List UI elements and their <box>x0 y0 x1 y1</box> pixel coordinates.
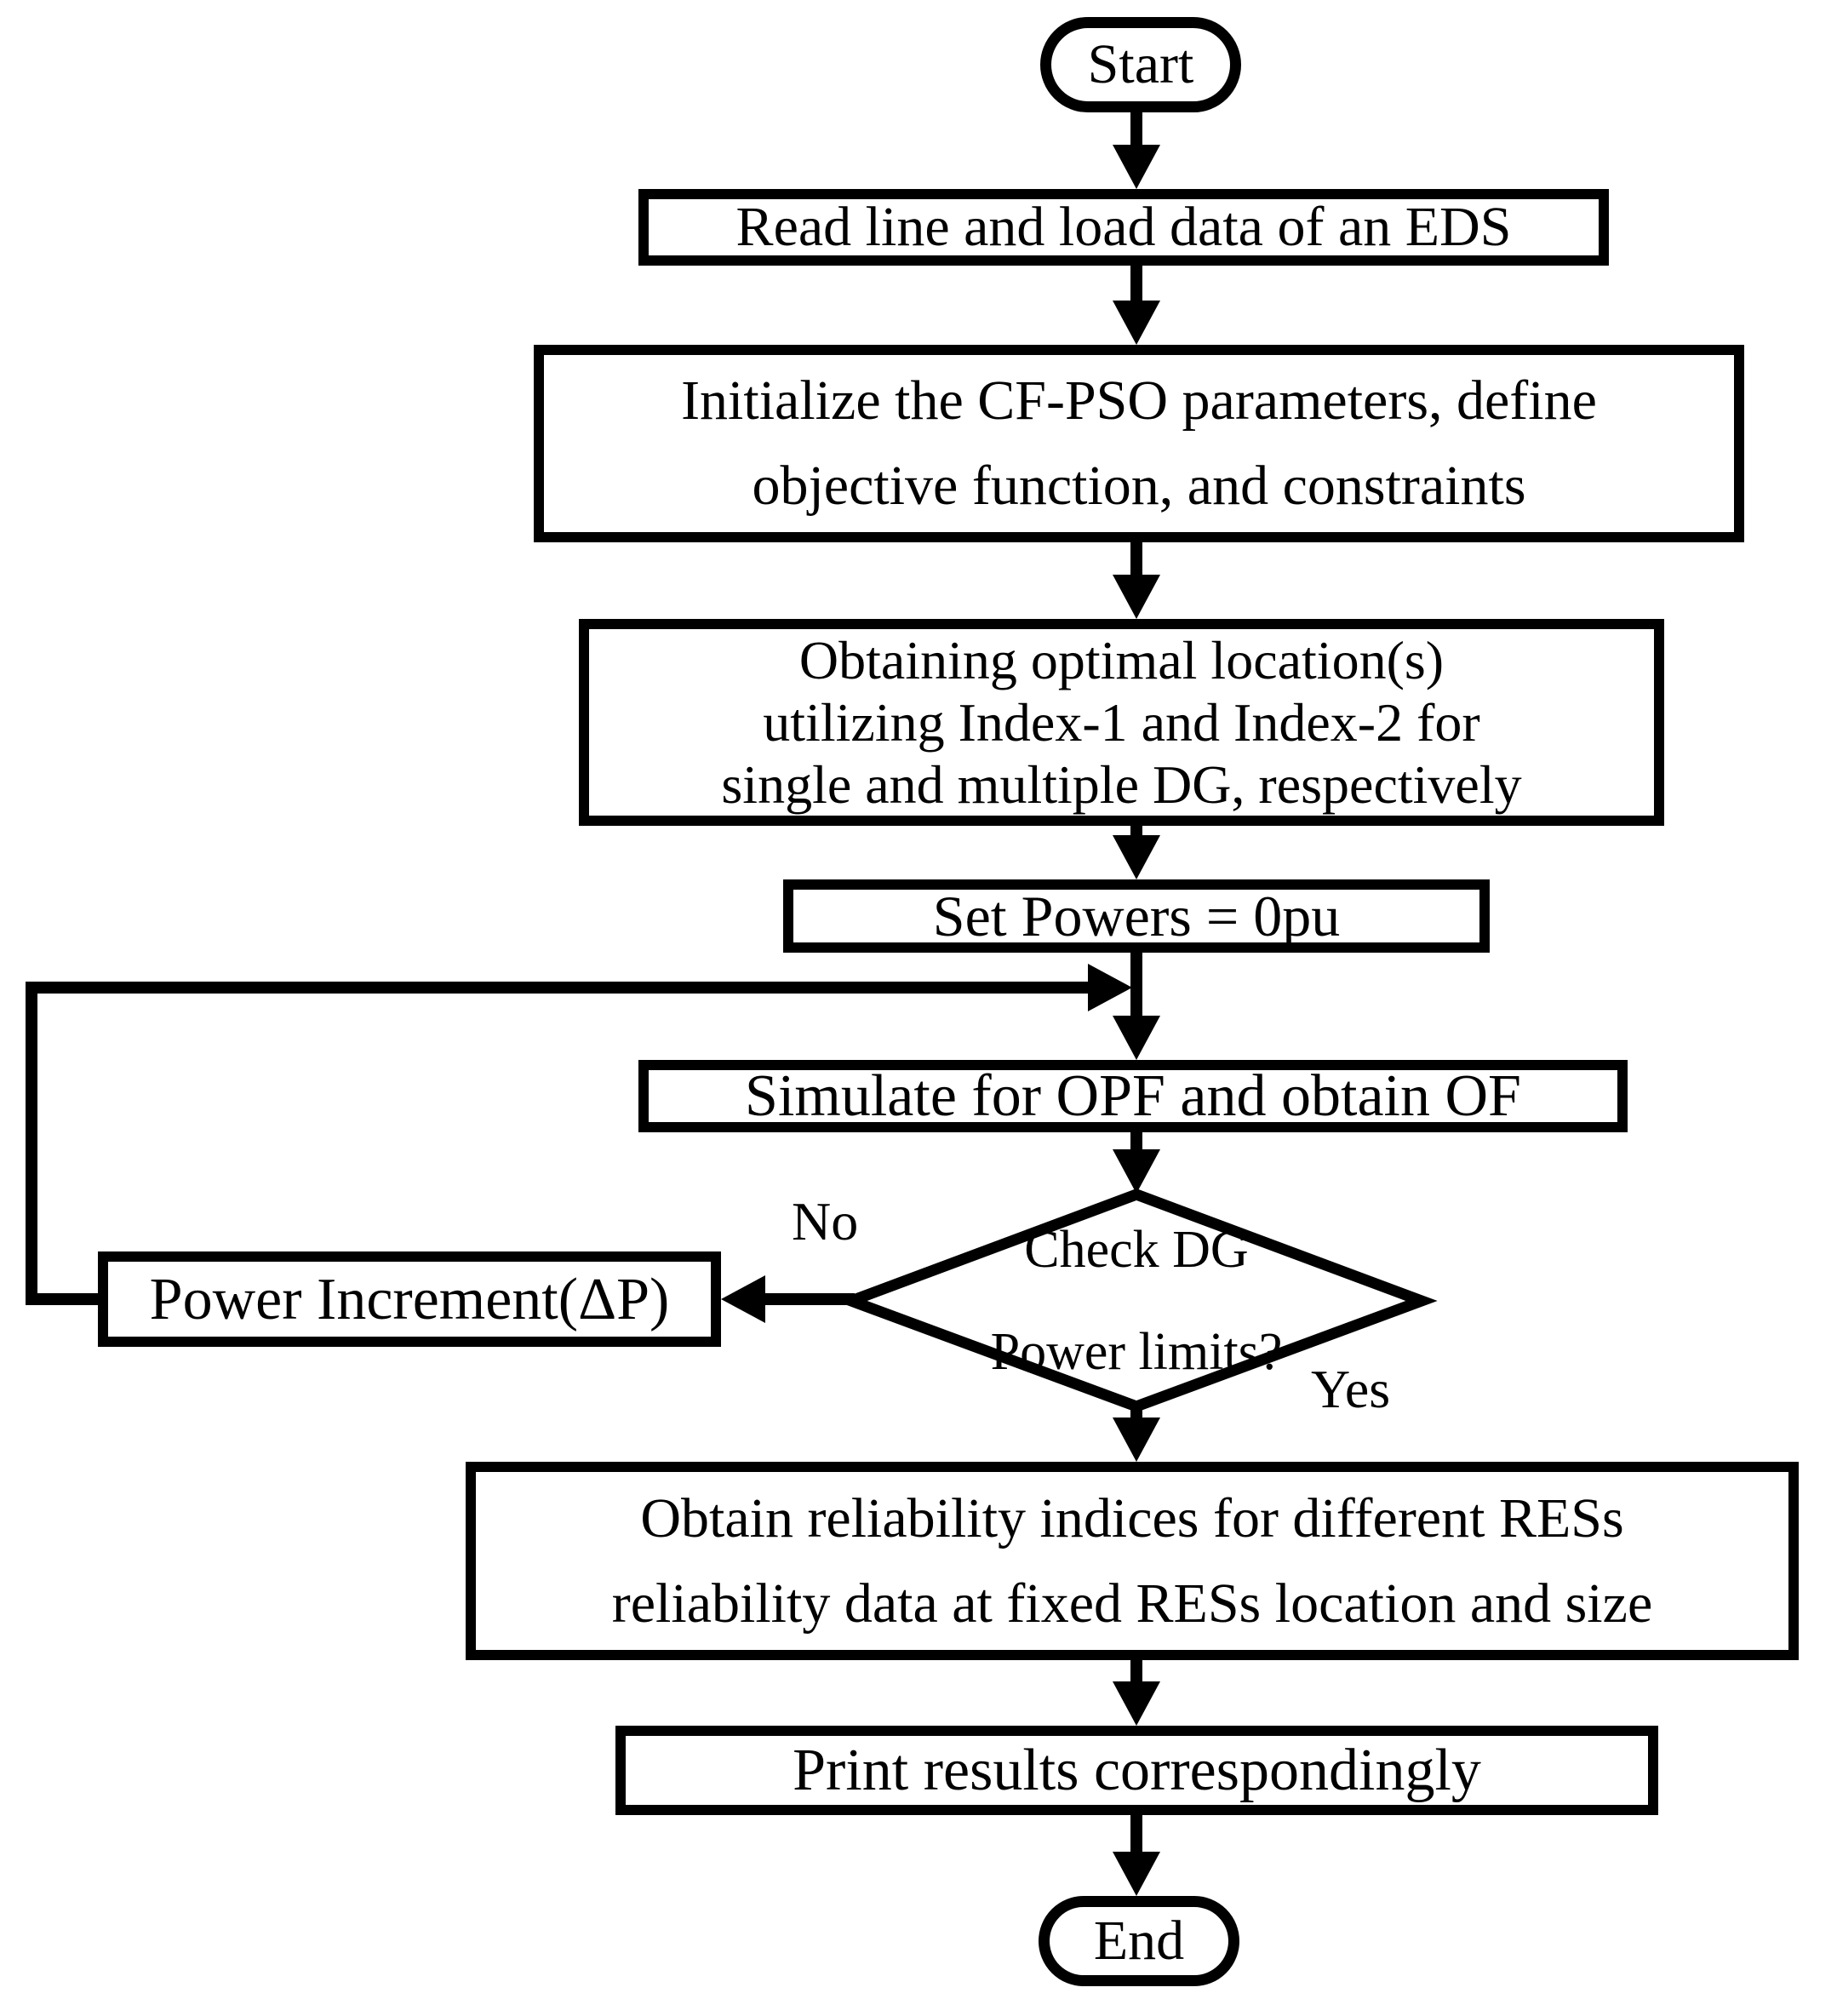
edge-decision-to-powerincrement <box>765 1293 855 1305</box>
node-simulate: Simulate for OPF and obtain OF <box>638 1060 1628 1132</box>
node-decision-line2: Power limits? <box>990 1322 1283 1381</box>
node-location: Obtaining optimal location(s) utilizing … <box>579 619 1664 826</box>
node-print-label: Print results correspondingly <box>793 1738 1481 1803</box>
edge-init-to-location <box>1130 541 1142 576</box>
node-set-powers: Set Powers = 0pu <box>783 879 1490 953</box>
node-init-line1: Initialize the CF-PSO parameters, define <box>681 369 1597 432</box>
arrowhead-init-to-location <box>1113 575 1160 619</box>
loop-bottom-segment <box>26 1293 102 1305</box>
arrowhead-junction-to-simulate <box>1113 1016 1160 1060</box>
node-start-label: Start <box>1087 32 1194 95</box>
edge-simulate-to-decision <box>1130 1131 1142 1151</box>
arrowhead-print-to-end <box>1113 1852 1160 1896</box>
node-decision-line1: Check DG <box>1024 1220 1249 1279</box>
loop-left-segment <box>26 982 37 1305</box>
node-end: End <box>1039 1896 1239 1986</box>
edge-reliability-to-print <box>1130 1658 1142 1683</box>
edge-label-no-text: No <box>792 1191 859 1251</box>
edge-label-yes-text: Yes <box>1311 1359 1391 1419</box>
node-read: Read line and load data of an EDS <box>638 189 1609 266</box>
arrowhead-reliability-to-print <box>1113 1681 1160 1726</box>
node-set-powers-label: Set Powers = 0pu <box>932 883 1341 948</box>
edge-start-to-read <box>1130 109 1142 146</box>
arrowhead-simulate-to-decision <box>1113 1149 1160 1194</box>
arrowhead-location-to-setpowers <box>1113 835 1160 879</box>
node-reliability: Obtain reliability indices for different… <box>466 1462 1799 1660</box>
node-print: Print results correspondingly <box>615 1726 1658 1815</box>
edge-read-to-init <box>1130 264 1142 302</box>
arrowhead-no-to-powerincrement <box>721 1275 765 1323</box>
node-reliability-line1: Obtain reliability indices for different… <box>640 1486 1624 1549</box>
node-init-line2: objective function, and constraints <box>752 455 1526 517</box>
node-reliability-line2: reliability data at fixed RESs location … <box>611 1572 1653 1635</box>
edge-setpowers-to-simulate <box>1130 951 1142 1017</box>
edge-label-yes: Yes <box>1311 1358 1390 1421</box>
node-start: Start <box>1040 17 1241 112</box>
edge-location-to-setpowers <box>1130 824 1142 837</box>
node-simulate-label: Simulate for OPF and obtain OF <box>745 1063 1521 1129</box>
node-end-label: End <box>1093 1909 1185 1972</box>
arrowhead-loop-to-mainline <box>1088 964 1132 1011</box>
edge-label-no: No <box>792 1190 858 1253</box>
node-init: Initialize the CF-PSO parameters, define… <box>534 345 1744 542</box>
arrowhead-read-to-init <box>1113 301 1160 345</box>
decision-diamond-shape <box>835 1188 1438 1412</box>
node-decision: Check DG Power limits? <box>890 1192 1383 1409</box>
arrowhead-start-to-read <box>1113 145 1160 189</box>
loop-top-segment <box>26 982 1088 994</box>
node-location-line2: utilizing Index-1 and Index-2 for <box>763 692 1480 753</box>
node-power-increment-label: Power Increment(ΔP) <box>149 1266 670 1332</box>
edge-print-to-end <box>1130 1813 1142 1853</box>
node-location-line1: Obtaining optimal location(s) <box>798 630 1445 690</box>
node-power-increment: Power Increment(ΔP) <box>98 1251 721 1347</box>
arrowhead-decision-to-reliability <box>1113 1418 1160 1462</box>
node-location-line3: single and multiple DG, respectively <box>721 754 1522 815</box>
node-read-label: Read line and load data of an EDS <box>735 195 1512 258</box>
